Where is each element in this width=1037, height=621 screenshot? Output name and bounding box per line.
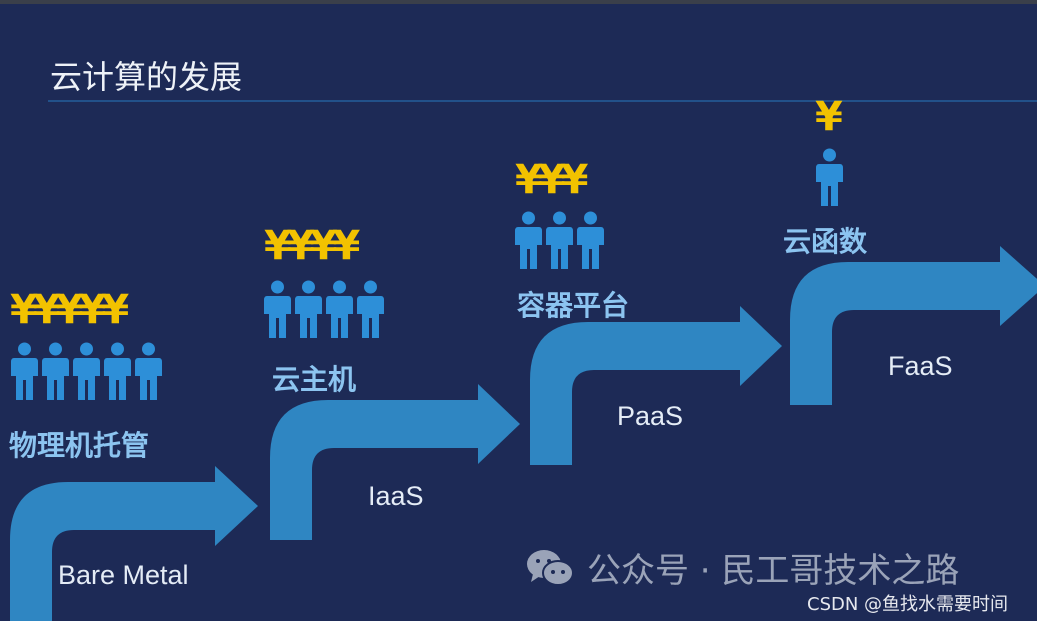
people-2 <box>263 280 385 338</box>
slide-title: 云计算的发展 <box>50 58 243 96</box>
stage-label-4: 云函数 <box>783 225 868 258</box>
person-icon <box>546 211 573 269</box>
watermark: 公众号 · 民工哥技术之路 <box>525 543 959 592</box>
step-arrow-3 <box>530 306 782 465</box>
person-icon <box>295 280 322 338</box>
arrow-label-2: IaaS <box>368 481 424 511</box>
watermark-text: 公众号 · 民工哥技术之路 <box>587 551 960 591</box>
arrow-label-1: Bare Metal <box>58 560 189 590</box>
person-icon <box>42 342 69 400</box>
cost-yen-2: ¥¥¥¥ <box>264 223 360 269</box>
people-3 <box>514 211 605 269</box>
person-icon <box>264 280 291 338</box>
person-icon <box>577 211 604 269</box>
person-icon <box>11 342 38 400</box>
cost-yen-1: ¥¥¥¥¥ <box>10 287 129 333</box>
person-icon <box>73 342 100 400</box>
credit: CSDN @鱼找水需要时间 <box>807 594 1009 615</box>
wechat-icon <box>527 549 574 586</box>
arrow-label-3: PaaS <box>617 401 684 431</box>
stage-label-3: 容器平台 <box>517 289 630 322</box>
step-arrow-4 <box>790 246 1037 405</box>
cost-yen-3: ¥¥¥ <box>515 157 588 203</box>
person-icon <box>104 342 131 400</box>
people-1 <box>10 342 163 400</box>
person-icon <box>326 280 353 338</box>
stage-label-1: 物理机托管 <box>9 429 150 462</box>
cost-yen-4: ¥ <box>815 94 843 140</box>
people-4 <box>815 148 844 206</box>
person-icon <box>515 211 542 269</box>
person-icon <box>357 280 384 338</box>
step-arrow-1 <box>10 466 258 621</box>
person-icon <box>816 148 843 206</box>
arrow-label-4: FaaS <box>888 351 953 381</box>
top-border <box>0 0 1037 4</box>
stage-label-2: 云主机 <box>272 363 357 396</box>
step-arrow-2 <box>270 384 520 540</box>
person-icon <box>135 342 162 400</box>
title-divider <box>48 100 1037 102</box>
